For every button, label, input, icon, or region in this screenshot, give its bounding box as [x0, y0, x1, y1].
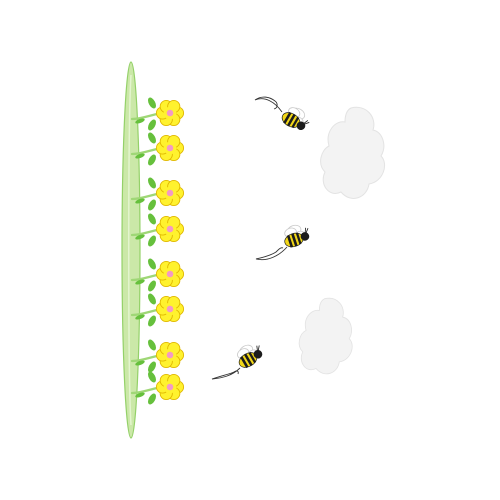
cloud-shape [320, 106, 385, 199]
bee-stripe [240, 356, 249, 369]
grass-strip-highlight [128, 74, 132, 426]
bee-stripe [287, 114, 296, 127]
bee-head [300, 232, 310, 241]
leaf-icon [135, 392, 145, 398]
bee-antenna [305, 227, 309, 234]
leaf-icon [148, 293, 156, 305]
leaf-icon [148, 315, 156, 327]
flower-column [130, 97, 185, 405]
bee-stripe [248, 351, 257, 364]
flower-icon [130, 371, 185, 405]
bee-stripe [291, 233, 298, 247]
bee-trail [255, 246, 288, 261]
bee-body-group [281, 107, 310, 131]
flower-center [166, 225, 174, 233]
leaf-icon [148, 132, 156, 144]
flower-center [166, 270, 174, 278]
leaf-icon [148, 280, 156, 292]
bee-stripe [283, 111, 292, 124]
flower-center [166, 383, 174, 391]
leaf-icon [135, 360, 145, 366]
leaf-icon [148, 213, 156, 225]
cloud-icon [298, 297, 353, 375]
bee-antenna [303, 122, 310, 125]
leaf-icon [148, 199, 156, 211]
leaf-icon [135, 314, 145, 320]
bee-antenna [302, 120, 309, 125]
flower-center [166, 109, 174, 117]
bee-stripe [244, 353, 253, 366]
leaf-icon [148, 339, 156, 351]
cloud-group [298, 106, 385, 375]
bee-stripe [286, 234, 294, 248]
flower-icon [130, 177, 185, 211]
bee-icon [255, 224, 310, 261]
grass-strip-shape [121, 61, 141, 439]
leaf-icon [135, 118, 145, 124]
bee-antenna [304, 227, 307, 234]
bee-icon [211, 344, 263, 380]
flower-center [166, 351, 174, 359]
leaf-icon [148, 154, 156, 166]
leaf-icon [148, 258, 156, 270]
bee-body-group [284, 224, 310, 248]
cloud-shape [298, 297, 353, 375]
leaf-icon [148, 119, 156, 131]
bee-stripe [295, 232, 302, 245]
flower-icon [130, 339, 185, 373]
leaf-icon [148, 393, 156, 405]
cloud-icon [320, 106, 385, 199]
flower-icon [130, 293, 185, 327]
leaf-icon [148, 97, 156, 109]
flower-icon [130, 97, 185, 131]
bee-icon [254, 96, 310, 131]
bee-trail [254, 96, 283, 113]
leaf-icon [148, 371, 156, 383]
bee-group [211, 96, 310, 380]
bee-head [253, 349, 263, 359]
leaf-icon [148, 235, 156, 247]
leaf-icon [135, 234, 145, 240]
bee-antenna [256, 345, 258, 352]
bee-stripe [291, 116, 300, 129]
leaf-icon [135, 198, 145, 204]
flower-icon [130, 132, 185, 166]
flower-center [166, 305, 174, 313]
bee-antenna [257, 345, 260, 352]
flower-icon [130, 213, 185, 247]
leaf-icon [148, 177, 156, 189]
bee-body-group [237, 344, 263, 369]
leaf-icon [135, 279, 145, 285]
bee-trail [211, 367, 241, 380]
grass-strip [121, 61, 141, 439]
flower-icon [130, 258, 185, 292]
leaf-icon [148, 361, 156, 373]
leaf-icon [135, 153, 145, 159]
flower-center [166, 189, 174, 197]
flower-center [166, 144, 174, 152]
